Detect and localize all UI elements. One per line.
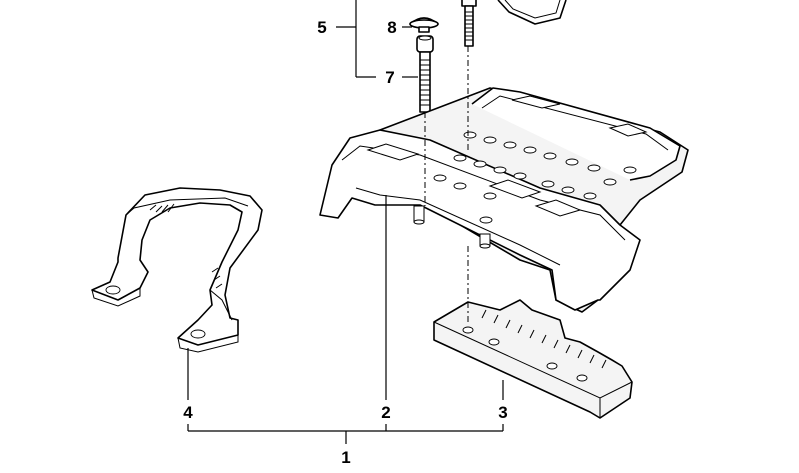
part-label-5: 5 [317, 18, 326, 37]
part-label-1: 1 [341, 448, 350, 467]
part-label-2: 2 [381, 403, 390, 422]
part-label-4: 4 [183, 403, 193, 422]
partial-top-part [497, 0, 567, 25]
leader-lines [187, 0, 504, 444]
strap-bracket [91, 187, 263, 353]
toothed-base-plate [433, 299, 633, 419]
bolt-upper [461, 0, 477, 47]
rivet-cap [409, 17, 439, 33]
part-label-8: 8 [387, 18, 396, 37]
part-label-3: 3 [498, 403, 507, 422]
carrier-frame [319, 87, 689, 313]
assembly-axis-lines [424, 46, 469, 325]
part-number-labels: 5 8 7 4 2 3 1 [183, 18, 507, 467]
part-label-7: 7 [385, 68, 394, 87]
screw-long [416, 35, 434, 113]
